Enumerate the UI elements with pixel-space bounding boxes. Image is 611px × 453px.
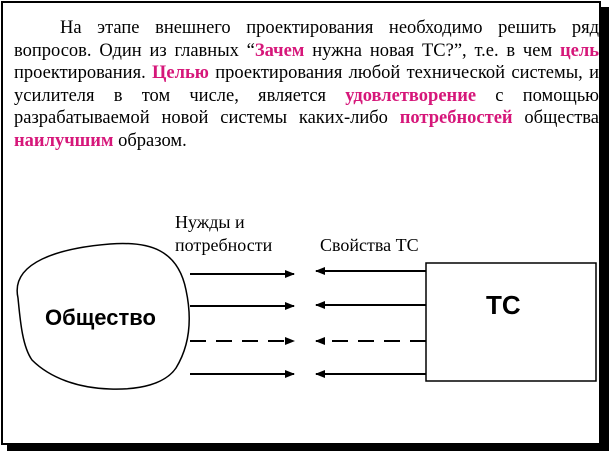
society-label: Общество <box>45 305 156 330</box>
properties-label: Свойства ТС <box>320 235 419 255</box>
needs-label-line2: потребности <box>175 235 273 255</box>
text-segment: нужна новая ТС?”, т.е. в чем <box>304 40 560 61</box>
system-label: ТС <box>486 290 521 320</box>
text-segment: общества <box>512 108 600 128</box>
intro-paragraph: На этапе внешнего проектирования необход… <box>14 17 599 152</box>
needs-label-line1: Нужды и <box>175 212 245 232</box>
text-segment: На этапе внешнего проектирования необход… <box>14 18 599 61</box>
highlight-why: Зачем <box>254 40 305 61</box>
highlight-needs: потребностей <box>399 108 513 128</box>
highlight-best: наилучшим <box>14 130 114 151</box>
highlight-goal-instr: Целью <box>152 63 209 83</box>
text-segment: образом. <box>113 130 187 151</box>
text-segment: проектирования. <box>14 63 153 83</box>
text-segment: проектирования любой технической системы… <box>14 63 599 106</box>
highlight-goal: цель <box>559 40 599 61</box>
text-segment: с помощью разрабатываемой новой системы … <box>14 85 599 129</box>
system-box <box>425 262 597 382</box>
society-blob <box>16 242 190 390</box>
highlight-satisfaction: удовлетворение <box>345 85 477 106</box>
